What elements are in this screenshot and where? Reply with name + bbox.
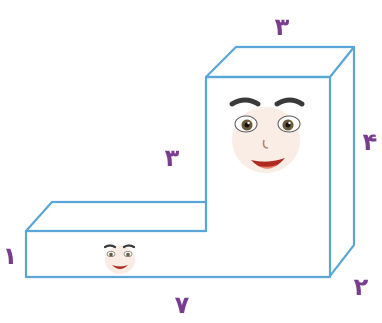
small-right-eyebrow <box>122 244 136 249</box>
mouth <box>251 158 285 169</box>
label-base-length: ۷ <box>175 291 190 319</box>
label-tower-height: ۴ <box>363 128 378 156</box>
nose <box>262 139 269 149</box>
label-base-height: ۱ <box>3 242 18 270</box>
smiling-face-icon <box>103 244 136 274</box>
small-face-skin <box>105 246 135 274</box>
tower-top-face <box>204 45 356 79</box>
dimension-labels: ۳ ۴ ۲ ۳ ۱ ۷ <box>3 13 378 319</box>
left-eyebrow <box>229 97 261 107</box>
label-step-height: ۳ <box>165 144 180 172</box>
tower-front-face <box>204 75 332 278</box>
label-top-width: ۳ <box>275 13 290 41</box>
small-right-iris <box>126 252 130 257</box>
small-left-iris <box>109 252 113 257</box>
small-mouth <box>112 265 128 269</box>
prism-edges <box>24 45 356 279</box>
right-eyebrow <box>274 97 305 107</box>
happy-face-icon <box>229 97 305 173</box>
tongue <box>259 165 277 169</box>
small-left-eyebrow <box>103 244 117 249</box>
base-front-face <box>24 229 332 279</box>
tower-side-face <box>328 45 356 278</box>
label-depth: ۲ <box>354 273 369 301</box>
base-top-face <box>24 200 208 233</box>
